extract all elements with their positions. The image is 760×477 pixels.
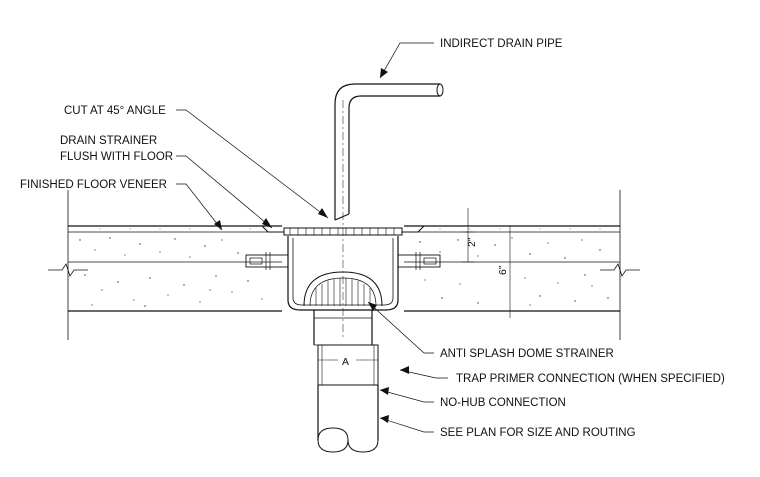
leader-lines [176, 42, 448, 433]
label-anti-splash: ANTI SPLASH DOME STRAINER [440, 348, 614, 360]
clamp-collar-right [397, 252, 441, 270]
dim-pipe-size: A [342, 356, 349, 368]
dim-veneer: 2" [466, 237, 478, 247]
label-see-plan: SEE PLAN FOR SIZE AND ROUTING [440, 427, 636, 439]
label-trap-primer: TRAP PRIMER CONNECTION (WHEN SPECIFIED) [456, 373, 725, 385]
concrete-stipple [79, 237, 609, 307]
label-drain-strainer-2: FLUSH WITH FLOOR [60, 151, 173, 163]
label-no-hub: NO-HUB CONNECTION [440, 397, 566, 409]
clamp-collar-left [245, 252, 289, 270]
dim-slab: 6" [497, 265, 509, 275]
indirect-drain-pipe [334, 83, 444, 340]
label-indirect-drain-pipe: INDIRECT DRAIN PIPE [440, 38, 563, 50]
label-finished-floor: FINISHED FLOOR VENEER [20, 179, 167, 191]
leader-arrowheads [214, 68, 409, 423]
label-cut-45: CUT AT 45° ANGLE [64, 105, 166, 117]
label-drain-strainer-1: DRAIN STRAINER [60, 135, 157, 147]
dimension-lines [317, 208, 516, 366]
